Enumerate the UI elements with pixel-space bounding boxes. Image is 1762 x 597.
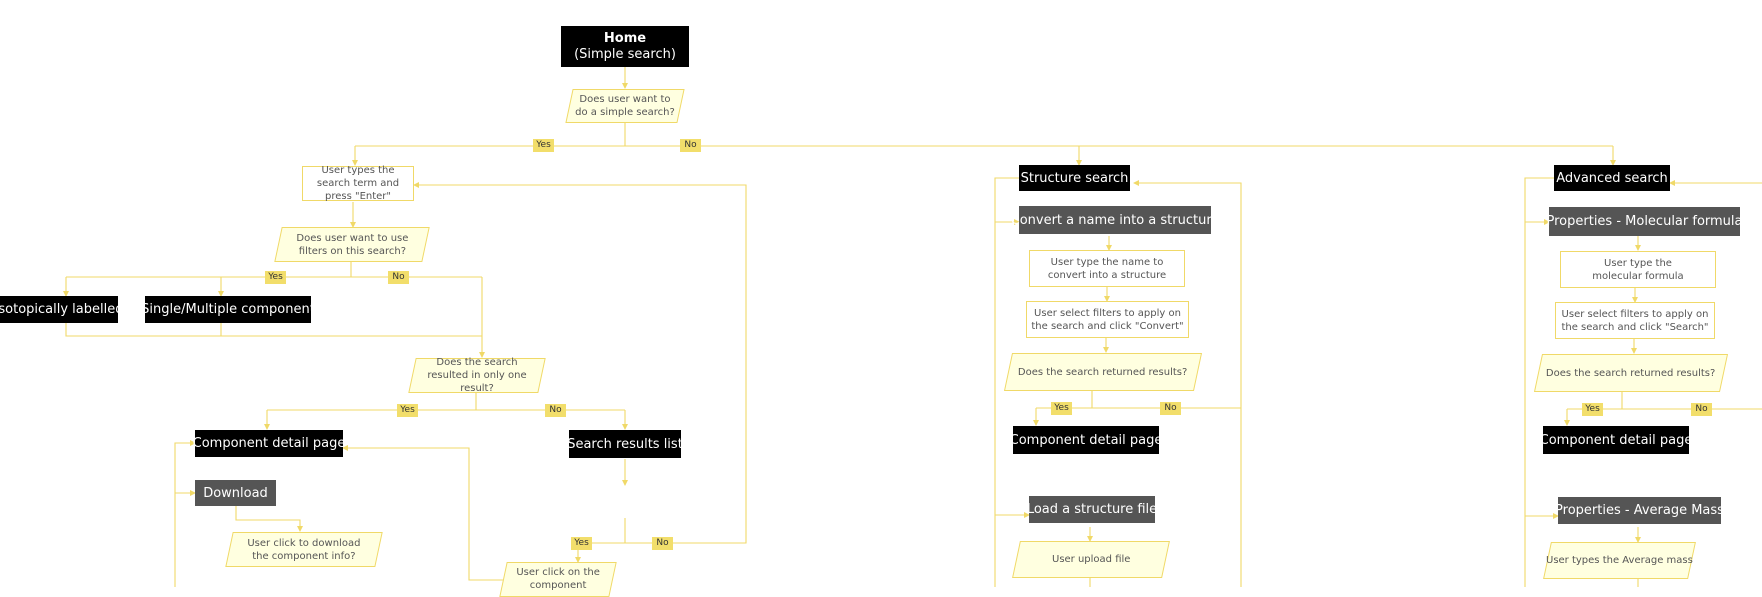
structure-no-tag: No [1160,402,1181,415]
node-structure-component-detail: Component detail page [1010,426,1162,454]
node-load-structure-file: Load a structure file [1027,496,1157,523]
decision-click-component: User click on the component [499,562,617,597]
structure-yes-tag: Yes [1051,402,1072,415]
node-convert-name-structure: Convert a name into a structure [1011,206,1219,234]
node-single-multiple-component: Single/Multiple component [141,296,315,323]
decision-click-download: User click to download the component inf… [225,532,383,567]
one-result-no-tag: No [545,404,566,417]
node-average-mass: Properties - Average Mass [1555,497,1724,524]
results-yes-tag: Yes [571,537,592,550]
step-user-types-term: User types the search term and press "En… [302,165,414,202]
node-isotopically-labelled: Isotopically labelled [0,296,123,323]
results-no-tag: No [652,537,673,550]
node-download: Download [195,480,276,506]
decision-use-filters: Does user want to use filters on this se… [274,227,430,262]
step-select-filters-search: User select filters to apply on the sear… [1555,302,1715,339]
node-advanced-search: Advanced search [1554,165,1670,191]
home-title: Home [603,30,647,46]
node-component-detail-page: Component detail page [193,430,345,457]
no-tag: No [680,139,701,152]
step-select-filters-convert: User select filters to apply on the sear… [1026,301,1189,338]
node-structure-search: Structure search [1019,165,1130,191]
node-advanced-component-detail: Component detail page [1540,426,1692,454]
decision-one-result: Does the search resulted in only one res… [408,357,546,394]
decision-simple-search: Does user want to do a simple search? [565,89,685,123]
yes-tag: Yes [533,139,554,152]
step-upload-file: User upload file [1012,541,1170,578]
decision-advanced-returned: Does the search returned results? [1533,354,1729,392]
step-type-name-convert: User type the name to convert into a str… [1029,250,1185,287]
advanced-no-tag: No [1691,403,1712,416]
node-search-results-list: Search results list [567,430,683,458]
filters-yes-tag: Yes [265,271,286,284]
decision-structure-returned: Does the search returned results? [1003,353,1203,391]
home-node: Home (Simple search) [561,26,689,67]
advanced-yes-tag: Yes [1582,403,1603,416]
home-subtitle: (Simple search) [574,46,676,62]
step-type-molecular-formula: User type the molecular formula [1560,251,1716,288]
one-result-yes-tag: Yes [397,404,418,417]
step-type-average-mass: User types the Average mass [1543,542,1696,579]
filters-no-tag: No [388,271,409,284]
node-molecular-formula: Properties - Molecular formula [1547,207,1743,236]
